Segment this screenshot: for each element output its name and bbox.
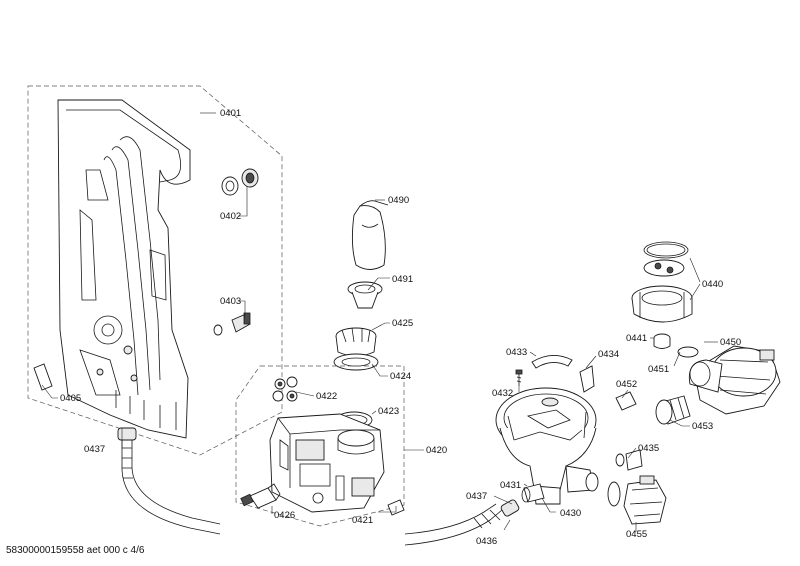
- label-0432: 0432: [492, 388, 513, 399]
- label-0437-left: 0437: [84, 444, 105, 455]
- label-0423: 0423: [378, 406, 399, 417]
- sensor-part: [615, 449, 643, 471]
- pump-cover-part: [631, 241, 693, 323]
- label-0434: 0434: [598, 349, 619, 360]
- connector-part: [213, 312, 251, 336]
- valve-part: [335, 327, 377, 357]
- label-0490: 0490: [388, 195, 409, 206]
- seal-ring-part: [333, 353, 379, 371]
- label-0425: 0425: [392, 318, 413, 329]
- label-0436: 0436: [476, 536, 497, 547]
- rinse-aid-funnel-part: [351, 200, 389, 270]
- label-0426: 0426: [274, 510, 295, 521]
- label-0440: 0440: [702, 279, 723, 290]
- label-0441: 0441: [626, 333, 647, 344]
- frame-outline-left: [27, 85, 283, 456]
- label-0452: 0452: [616, 379, 637, 390]
- shield-part: [531, 355, 573, 369]
- label-0431: 0431: [500, 480, 521, 491]
- label-0422: 0422: [316, 391, 337, 402]
- retainer-part: [615, 391, 637, 411]
- pump-outlet-part: [655, 395, 691, 425]
- label-0450: 0450: [720, 337, 741, 348]
- label-0401: 0401: [220, 108, 241, 119]
- bracket-part: [579, 365, 595, 393]
- label-0437-right: 0437: [466, 491, 487, 502]
- clip-part: [33, 363, 53, 391]
- document-reference: 58300000159558 aet 000 c 4/6: [6, 545, 145, 556]
- clamp-part: [677, 346, 699, 358]
- drain-pump-part: [607, 475, 667, 525]
- side-panel-part: [57, 99, 191, 439]
- cap-part: [347, 281, 383, 309]
- label-0453: 0453: [692, 421, 713, 432]
- label-0451: 0451: [648, 364, 669, 375]
- leader-lines: [41, 112, 718, 532]
- label-0424: 0424: [390, 371, 411, 382]
- label-0430: 0430: [560, 508, 581, 519]
- label-0405: 0405: [60, 393, 81, 404]
- small-seals-part: [272, 376, 298, 402]
- label-0491: 0491: [392, 274, 413, 285]
- label-0420: 0420: [426, 445, 447, 456]
- sleeve-part: [521, 483, 545, 503]
- sump-housing-part: [495, 387, 599, 505]
- dispenser-assembly-part: [269, 413, 385, 513]
- part-labels: 0401 0402 0403 0405 0437 0490 0491 0425 …: [60, 108, 741, 547]
- label-0403: 0403: [220, 296, 241, 307]
- circulation-pump-part: [688, 345, 781, 415]
- screw-part: [515, 369, 523, 386]
- label-0455: 0455: [626, 529, 647, 540]
- label-0402: 0402: [220, 211, 241, 222]
- label-0421: 0421: [352, 515, 373, 526]
- label-0433: 0433: [506, 347, 527, 358]
- plug-part: [240, 483, 281, 509]
- impeller-part: [653, 333, 671, 349]
- frame-outline-center: [235, 365, 405, 527]
- grommet-part: [221, 168, 259, 196]
- drain-hose: [117, 427, 520, 546]
- label-0435: 0435: [638, 443, 659, 454]
